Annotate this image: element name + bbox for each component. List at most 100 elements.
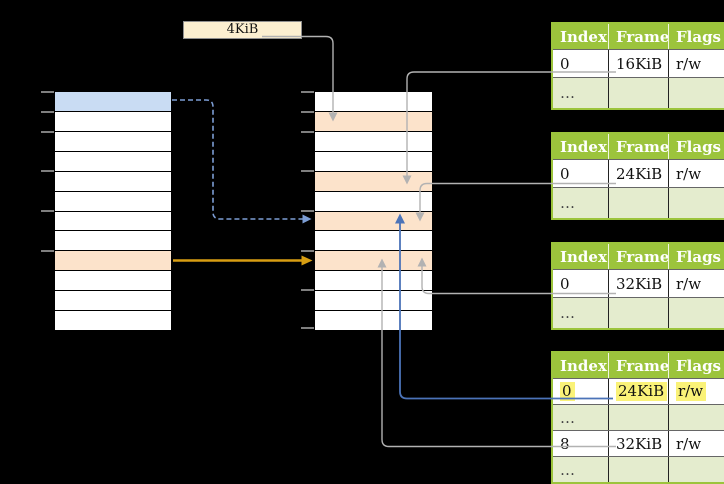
memory-row bbox=[315, 250, 432, 271]
memory-row bbox=[315, 170, 432, 191]
table-cell: 32KiB bbox=[608, 431, 668, 456]
table-cell bbox=[668, 188, 721, 218]
table-row: … bbox=[553, 77, 724, 108]
table-cell: 0 bbox=[560, 274, 570, 293]
table-cell: r/w bbox=[668, 160, 721, 187]
column-header: Frame bbox=[608, 24, 668, 49]
tick-mark bbox=[41, 170, 54, 172]
table-cell bbox=[608, 405, 668, 430]
column-header: Index bbox=[560, 247, 607, 266]
table-row: … bbox=[553, 187, 724, 218]
column-header: Flags bbox=[668, 24, 721, 49]
memory-row bbox=[55, 250, 171, 271]
physical-memory-column bbox=[301, 91, 433, 331]
tick-mark bbox=[301, 327, 314, 329]
virtual-memory-column bbox=[41, 91, 172, 331]
table-cell: 24KiB bbox=[608, 160, 668, 187]
memory-row bbox=[55, 230, 171, 250]
table-cell: 16KiB bbox=[608, 50, 668, 77]
table-cell: 24KiB bbox=[608, 379, 668, 404]
table-cell: … bbox=[560, 194, 575, 212]
memory-row bbox=[315, 110, 432, 131]
memory-row bbox=[315, 92, 432, 111]
memory-row bbox=[55, 210, 171, 231]
memory-row bbox=[55, 150, 171, 171]
column-header: Index bbox=[560, 27, 607, 46]
column-header: Index bbox=[560, 137, 607, 156]
memory-row bbox=[315, 130, 432, 151]
tick-mark bbox=[41, 250, 54, 252]
table-cell: … bbox=[560, 84, 575, 102]
table-cell: r/w bbox=[668, 431, 721, 456]
tick-mark bbox=[301, 170, 314, 172]
tick-mark bbox=[301, 111, 314, 113]
table-cell: 8 bbox=[560, 434, 570, 453]
tick-mark bbox=[301, 210, 314, 212]
table-cell: 0 bbox=[560, 164, 570, 183]
memory-row bbox=[55, 110, 171, 131]
memory-row bbox=[55, 290, 171, 310]
memory-row bbox=[55, 130, 171, 151]
table-cell bbox=[608, 298, 668, 328]
table-row: … bbox=[553, 297, 724, 328]
column-header: Frame bbox=[608, 134, 668, 159]
memory-row bbox=[315, 150, 432, 171]
table-cell bbox=[608, 188, 668, 218]
arrow-virtualpage-to-frame24kib bbox=[172, 99, 312, 224]
column-header: Index bbox=[560, 356, 607, 375]
column-header: Frame bbox=[608, 353, 668, 378]
table-row: … bbox=[553, 404, 724, 430]
table-cell bbox=[668, 405, 721, 430]
memory-row bbox=[55, 170, 171, 191]
table-cell bbox=[608, 78, 668, 108]
table-cell: … bbox=[560, 304, 575, 322]
memory-row bbox=[315, 290, 432, 310]
column-header: Flags bbox=[668, 353, 721, 378]
memory-row bbox=[55, 190, 171, 211]
table-row: … bbox=[553, 456, 724, 482]
memory-row bbox=[315, 310, 432, 330]
tick-mark bbox=[41, 111, 54, 113]
tick-mark bbox=[41, 210, 54, 212]
table-cell: … bbox=[560, 460, 575, 479]
tick-mark bbox=[301, 289, 314, 291]
table-cell bbox=[668, 298, 721, 328]
memory-row bbox=[315, 210, 432, 231]
table-cell: r/w bbox=[668, 50, 721, 77]
tick-mark bbox=[41, 131, 54, 133]
size-label-4kib: 4KiB bbox=[183, 21, 302, 39]
tick-mark bbox=[301, 250, 314, 252]
table-cell: 0 bbox=[553, 379, 608, 404]
table-cell: … bbox=[560, 408, 575, 427]
table-cell: 32KiB bbox=[608, 270, 668, 297]
memory-row bbox=[55, 92, 171, 111]
table-cell bbox=[668, 78, 721, 108]
tick-mark bbox=[301, 91, 314, 93]
column-header: Flags bbox=[668, 134, 721, 159]
memory-row bbox=[315, 270, 432, 290]
table-cell: r/w bbox=[668, 379, 721, 404]
table-cell bbox=[608, 457, 668, 482]
tick-mark bbox=[41, 91, 54, 93]
memory-row bbox=[55, 270, 171, 290]
table-cell: r/w bbox=[668, 270, 721, 297]
table-cell: 0 bbox=[560, 54, 570, 73]
memory-row bbox=[315, 190, 432, 211]
column-header: Frame bbox=[608, 244, 668, 269]
column-header: Flags bbox=[668, 244, 721, 269]
memory-row bbox=[55, 310, 171, 330]
memory-row bbox=[315, 230, 432, 250]
